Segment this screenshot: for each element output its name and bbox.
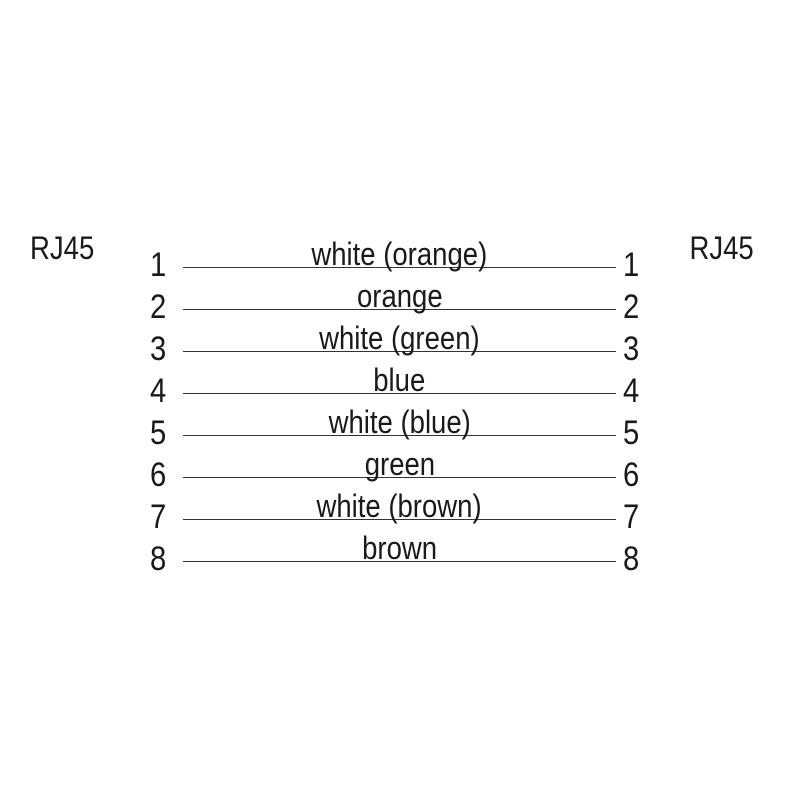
wire-color-label: white (brown) xyxy=(316,488,483,524)
wire-color-label: white (green) xyxy=(319,320,480,356)
wire-line xyxy=(183,477,616,478)
wire-color-label: orange xyxy=(356,278,443,314)
wire-line xyxy=(183,435,616,436)
wire-row: 4 blue 4 xyxy=(0,352,800,408)
wire-row: 7 white (brown) 7 xyxy=(0,478,800,534)
left-pin-number: 2 xyxy=(150,288,167,326)
right-connector-label: RJ45 xyxy=(689,230,754,266)
wire-color-label: green xyxy=(364,446,435,482)
wire-color-label: white (orange) xyxy=(311,236,488,272)
wire-color-label: white (blue) xyxy=(328,404,471,440)
wire-row: 8 brown 8 xyxy=(0,520,800,576)
wire-row: 5 white (blue) 5 xyxy=(0,394,800,450)
right-pin-number: 2 xyxy=(623,288,640,326)
wire-color-label: brown xyxy=(362,530,437,566)
left-connector-label: RJ45 xyxy=(30,230,95,266)
right-pin-number: 6 xyxy=(623,456,640,494)
right-pin-number: 4 xyxy=(623,372,640,410)
wire-line xyxy=(183,267,616,268)
wire-color-label: blue xyxy=(373,362,426,398)
left-pin-number: 6 xyxy=(150,456,167,494)
right-pin-number: 1 xyxy=(623,246,640,284)
left-pin-number: 5 xyxy=(150,414,167,452)
wire-line xyxy=(183,309,616,310)
wire-line xyxy=(183,561,616,562)
wire-line xyxy=(183,519,616,520)
wire-row: 3 white (green) 3 xyxy=(0,310,800,366)
right-pin-number: 5 xyxy=(623,414,640,452)
right-pin-number: 8 xyxy=(623,540,640,578)
left-pin-number: 1 xyxy=(150,246,167,284)
wire-line xyxy=(183,351,616,352)
left-pin-number: 7 xyxy=(150,498,167,536)
wire-line xyxy=(183,393,616,394)
left-pin-number: 3 xyxy=(150,330,167,368)
right-pin-number: 3 xyxy=(623,330,640,368)
left-pin-number: 8 xyxy=(150,540,167,578)
wire-row: 6 green 6 xyxy=(0,436,800,492)
left-pin-number: 4 xyxy=(150,372,167,410)
wire-row: 1 white (orange) 1 xyxy=(0,226,800,282)
right-pin-number: 7 xyxy=(623,498,640,536)
wire-row: 2 orange 2 xyxy=(0,268,800,324)
